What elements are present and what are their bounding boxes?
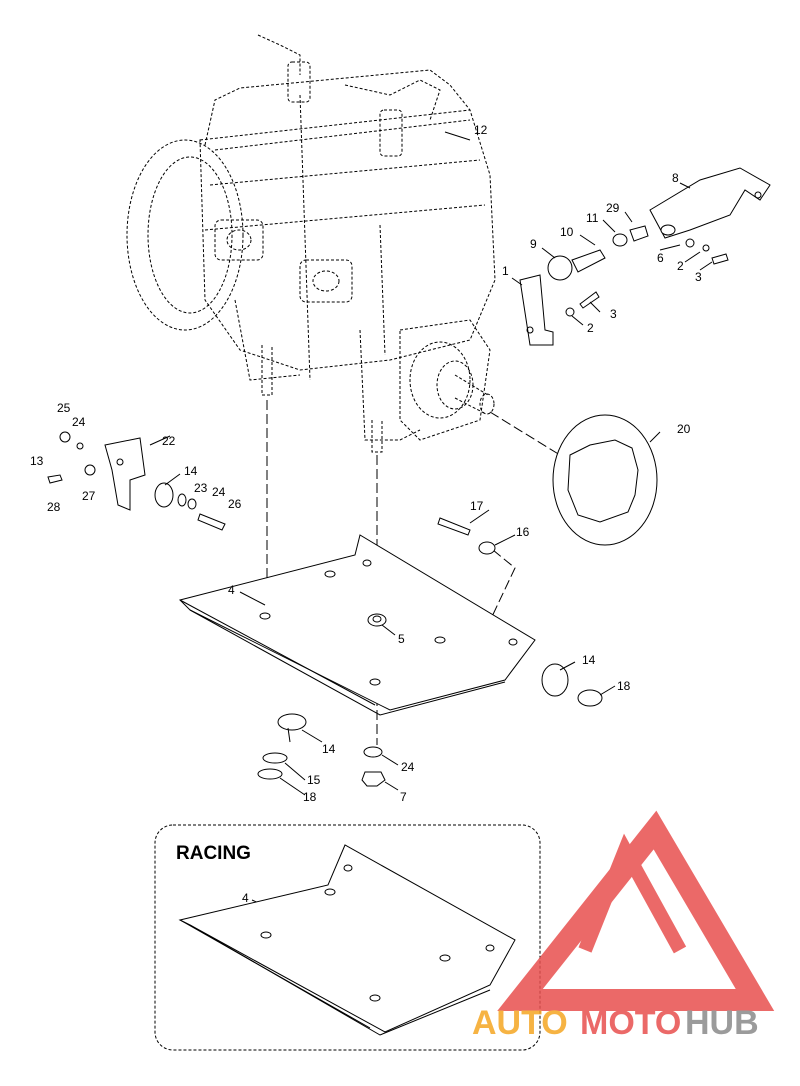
callout-27: 27 [82, 489, 96, 503]
throttle-link-parts [547, 225, 649, 281]
leader-lines [149, 131, 713, 911]
racing-inset [154, 824, 541, 1051]
watermark-moto: MOTO [580, 1004, 681, 1042]
automotohub-logo: AUTO MOTO HUB [472, 810, 775, 1042]
callout-25: 25 [57, 401, 71, 415]
callout-11: 11 [586, 211, 599, 225]
watermark-auto: AUTO [472, 1004, 568, 1042]
callout-14b: 14 [582, 653, 596, 667]
watermark-hub: HUB [685, 1004, 759, 1042]
callout-29: 29 [606, 201, 620, 215]
callout-5: 5 [398, 632, 405, 646]
callout-12: 12 [474, 123, 488, 137]
callout-15: 15 [307, 773, 321, 787]
right-mount-parts [541, 663, 603, 707]
callout-7: 7 [400, 790, 407, 804]
guide-line [489, 411, 561, 456]
callout-18b: 18 [303, 790, 317, 804]
callout-28: 28 [47, 500, 61, 514]
callout-9: 9 [530, 237, 537, 251]
callout-2a: 2 [677, 259, 684, 273]
engine-outline [126, 34, 496, 453]
callout-6: 6 [657, 251, 664, 265]
callout-labels: 12 8 29 11 10 9 6 2 3 1 3 2 20 25 24 22 … [30, 123, 702, 905]
callout-24c: 24 [401, 760, 415, 774]
racing-label: RACING [176, 843, 251, 864]
callout-14a: 14 [184, 464, 198, 478]
callout-17: 17 [470, 499, 484, 513]
pulley-guard-disc [552, 414, 658, 546]
callout-18a: 18 [617, 679, 631, 693]
callout-3b: 3 [610, 307, 617, 321]
callout-20: 20 [677, 422, 691, 436]
bracket-part-8 [649, 167, 771, 239]
bracket-part-1 [519, 274, 554, 346]
screw-washer-16-17 [437, 517, 496, 555]
callout-4-racing: 4 [242, 891, 249, 905]
callout-24a: 24 [72, 415, 86, 429]
callout-16: 16 [516, 525, 530, 539]
engine-plate [179, 534, 536, 716]
callout-10: 10 [560, 225, 574, 239]
callout-13: 13 [30, 454, 44, 468]
lower-mount-parts [257, 713, 386, 787]
callout-8: 8 [672, 171, 679, 185]
callout-3a: 3 [695, 270, 702, 284]
callout-4: 4 [228, 583, 235, 597]
callout-24b: 24 [212, 485, 226, 499]
callout-26: 26 [228, 497, 242, 511]
left-mount-bracket [47, 431, 226, 531]
callout-1: 1 [502, 264, 509, 278]
callout-22: 22 [162, 434, 176, 448]
callout-2b: 2 [587, 321, 594, 335]
callout-23: 23 [194, 481, 208, 495]
callout-14c: 14 [322, 742, 336, 756]
screws-washers [565, 238, 729, 317]
